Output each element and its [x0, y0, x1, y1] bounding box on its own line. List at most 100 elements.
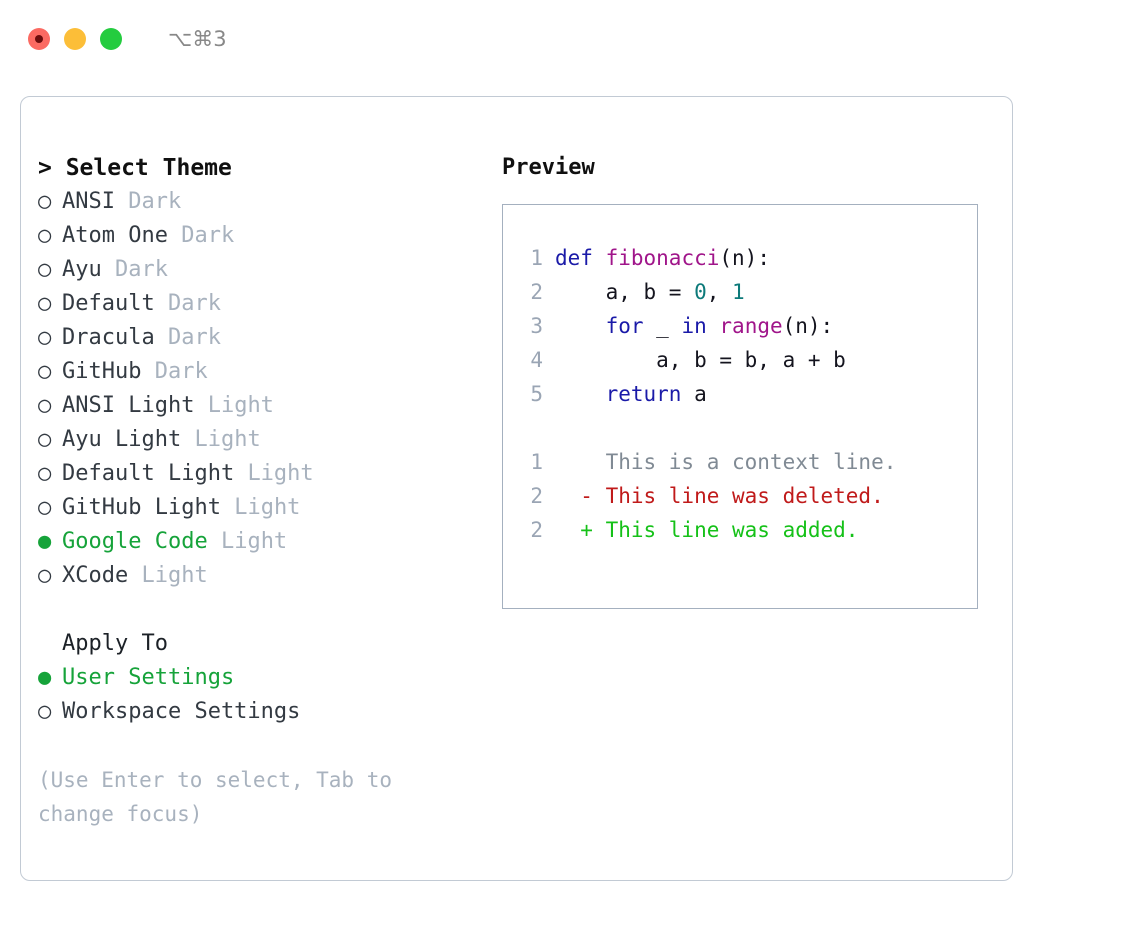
theme-option-variant-tag: Light — [194, 427, 261, 452]
code-token-kw: return — [605, 382, 682, 406]
theme-option-label: Google Code — [62, 529, 208, 554]
theme-option-variant-tag: Light — [141, 563, 208, 588]
maximize-window-button[interactable] — [100, 28, 122, 50]
code-token-pl: a, b = — [555, 280, 695, 304]
keyboard-shortcut-label: ⌥⌘3 — [168, 27, 227, 51]
radio-unselected-icon: ○ — [38, 257, 52, 282]
diff-line-del: 2 - This line was deleted. — [517, 479, 977, 513]
radio-unselected-icon: ○ — [38, 325, 52, 350]
radio-unselected-icon: ○ — [38, 223, 52, 248]
code-line: 4 a, b = b, a + b — [517, 343, 977, 377]
code-line: 5 return a — [517, 377, 977, 411]
radio-unselected-icon: ○ — [38, 563, 52, 588]
radio-unselected-icon: ○ — [38, 699, 52, 724]
theme-option-label: Dracula — [62, 325, 155, 350]
theme-option-variant-tag: Dark — [154, 359, 208, 384]
code-token-num: 0 — [694, 280, 707, 304]
theme-option-variant-tag: Dark — [181, 223, 235, 248]
theme-option-default-light[interactable]: ○Default Light Light — [38, 457, 478, 491]
code-token-kw: def — [555, 246, 593, 270]
line-number: 2 — [530, 518, 543, 542]
line-number: 1 — [530, 246, 543, 270]
theme-option-ayu-light[interactable]: ○Ayu Light Light — [38, 423, 478, 457]
apply-to-header: Apply To — [62, 631, 168, 656]
radio-unselected-icon: ○ — [38, 495, 52, 520]
theme-option-label: Ayu — [62, 257, 102, 282]
theme-option-ayu[interactable]: ○Ayu Dark — [38, 253, 478, 287]
code-token-kw: in — [681, 314, 707, 338]
code-line-text: return a — [543, 382, 707, 406]
theme-option-ansi[interactable]: ○ ANSI Dark — [38, 185, 478, 219]
radio-unselected-icon: ○ — [38, 359, 52, 384]
title-bar: ⌥⌘3 — [0, 0, 1140, 78]
code-line-text: a, b = 0, 1 — [543, 280, 745, 304]
radio-unselected-icon: ○ — [38, 427, 52, 452]
diff-line-add: 2 + This line was added. — [517, 513, 977, 547]
line-number: 1 — [530, 450, 543, 474]
code-token-pl: _ — [643, 314, 682, 338]
apply-to-option-workspace-settings[interactable]: ○ Workspace Settings — [38, 695, 478, 729]
traffic-light-buttons — [28, 28, 122, 50]
diff-line-text: This is a context line. — [555, 450, 897, 474]
theme-selector-panel: > Select Theme ○ANSI Dark○Atom One Dark○… — [38, 151, 478, 831]
theme-option-dracula[interactable]: ○ Dracula Dark — [38, 321, 478, 355]
theme-option-label: Default — [62, 291, 155, 316]
theme-option-variant-tag: Light — [207, 393, 274, 418]
diff-line-text: - This line was deleted. — [555, 484, 884, 508]
code-line: 3 for _ in range(n): — [517, 309, 977, 343]
diff-line-text: + This line was added. — [555, 518, 859, 542]
hint-text: (Use Enter to select, Tab to change focu… — [38, 768, 405, 826]
close-window-button[interactable] — [28, 28, 50, 50]
radio-unselected-icon: ○ — [38, 189, 52, 214]
radio-selected-icon: ● — [38, 529, 52, 554]
code-token-pl — [555, 314, 606, 338]
theme-option-google-code[interactable]: ●Google Code Light — [38, 525, 478, 559]
code-token-fn: fibonacci — [605, 246, 720, 270]
theme-option-label: ANSI Light — [62, 393, 195, 418]
apply-to-option-user-settings[interactable]: ● User Settings — [38, 661, 478, 695]
apply-to-list: ● User Settings ○ Workspace Settings — [38, 661, 478, 729]
line-number: 4 — [530, 348, 543, 372]
code-line-text: def fibonacci(n): — [543, 246, 770, 270]
radio-selected-icon: ● — [38, 665, 52, 690]
code-line-text: for _ in range(n): — [543, 314, 834, 338]
radio-unselected-icon: ○ — [38, 291, 52, 316]
theme-option-label: XCode — [62, 563, 129, 588]
radio-unselected-icon: ○ — [38, 393, 52, 418]
code-token-pl: , — [706, 280, 733, 304]
theme-option-ansi-light[interactable]: ○ ANSI Light Light — [38, 389, 478, 423]
theme-option-label: GitHub — [62, 359, 142, 384]
preview-header: Preview — [502, 155, 595, 180]
code-token-num: 1 — [732, 280, 745, 304]
spacer — [517, 411, 977, 445]
recording-indicator-icon — [35, 35, 43, 43]
main-card: > Select Theme ○ANSI Dark○Atom One Dark○… — [20, 96, 1013, 881]
line-number: 2 — [530, 280, 543, 304]
theme-list: ○ANSI Dark○Atom One Dark○Ayu Dark○Defaul… — [38, 185, 478, 593]
theme-option-variant-tag: Dark — [128, 189, 182, 214]
code-token-pl: (n): — [719, 246, 770, 270]
theme-option-label: ANSI — [62, 189, 115, 214]
theme-option-default[interactable]: ○Default Dark — [38, 287, 478, 321]
code-token-pl: (n): — [782, 314, 834, 338]
apply-to-option-label: Workspace Settings — [62, 699, 301, 724]
theme-option-variant-tag: Dark — [167, 325, 221, 350]
theme-option-xcode[interactable]: ○ XCode Light — [38, 559, 478, 593]
line-number: 3 — [530, 314, 543, 338]
theme-option-github-light[interactable]: ○GitHub Light Light — [38, 491, 478, 525]
theme-option-label: Atom One — [62, 223, 168, 248]
radio-unselected-icon: ○ — [38, 461, 52, 486]
theme-option-variant-tag: Light — [247, 461, 314, 486]
theme-option-atom-one[interactable]: ○ Atom One Dark — [38, 219, 478, 253]
apply-to-option-label: User Settings — [62, 665, 235, 690]
code-token-fn: range — [719, 314, 783, 338]
minimize-window-button[interactable] — [64, 28, 86, 50]
code-token-kw: for — [605, 314, 644, 338]
theme-option-github[interactable]: ○ GitHub Dark — [38, 355, 478, 389]
code-line: 2 a, b = 0, 1 — [517, 275, 977, 309]
line-number: 5 — [530, 382, 543, 406]
